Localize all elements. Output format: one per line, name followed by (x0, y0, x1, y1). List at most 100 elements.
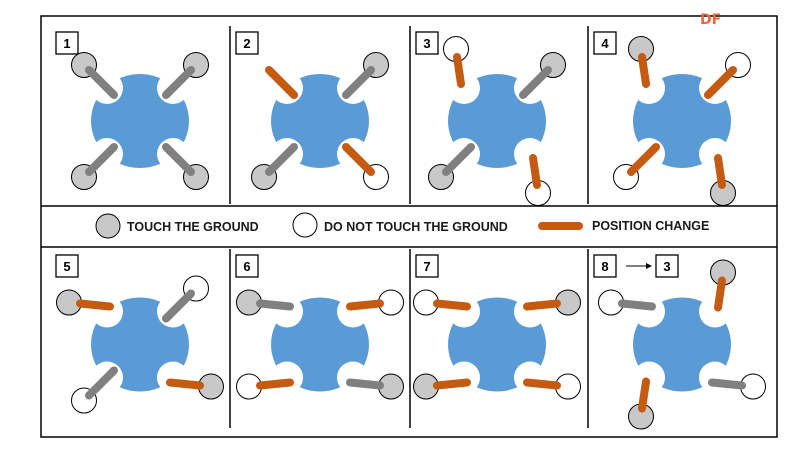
next-step-box (655, 254, 679, 278)
leg-tl (56, 289, 123, 328)
step-number: 8 (601, 259, 608, 274)
step-number-box (55, 31, 79, 55)
step-number: 1 (63, 36, 70, 51)
step-number-box (235, 31, 259, 55)
step-number-box (235, 254, 259, 278)
leg-joint (91, 295, 123, 328)
leg-segment (256, 299, 294, 311)
leg-tr (514, 52, 566, 104)
step-number: 4 (601, 36, 609, 51)
leg-segment-position-change (346, 299, 384, 311)
leg-segment (618, 299, 656, 311)
leg-segment (708, 378, 746, 390)
step-number: 7 (423, 259, 430, 274)
leg-joint (448, 361, 480, 394)
leg-joint (337, 295, 369, 328)
leg-tr (699, 52, 751, 104)
step-panel-1: 1 (55, 31, 209, 190)
leg-joint (633, 361, 665, 394)
step-number: 5 (63, 259, 70, 274)
leg-segment-position-change (714, 154, 726, 189)
leg-segment-position-change (638, 377, 650, 413)
leg-tl (236, 289, 303, 328)
leg-segment (265, 143, 298, 176)
leg-tr (699, 259, 736, 328)
leg-br (337, 361, 404, 400)
leg-joint (337, 361, 369, 394)
step-number: 6 (243, 259, 250, 274)
leg-bl (613, 138, 665, 190)
leg-tr (157, 52, 209, 104)
leg-br (699, 361, 766, 400)
leg-segment-position-change (433, 299, 471, 311)
legend: TOUCH THE GROUND DO NOT TOUCH THE GROUND… (95, 212, 709, 239)
step-panel-5: 5 (55, 254, 224, 414)
step-panel-4: 4 (593, 31, 751, 206)
next-step-number: 3 (663, 259, 670, 274)
step-panel-3: 3 (415, 31, 566, 206)
leg-bl (413, 361, 480, 400)
leg-joint (699, 138, 731, 170)
leg-tl (443, 36, 480, 104)
leg-segment-position-change (704, 66, 737, 99)
leg-segment-position-change (627, 143, 660, 176)
legend-touch-label: TOUCH THE GROUND (127, 220, 259, 234)
leg-joint (699, 295, 731, 328)
leg-joint (514, 361, 546, 394)
leg-br (337, 138, 389, 190)
step-number-box (415, 254, 439, 278)
leg-segment (442, 143, 475, 176)
leg-segment-position-change (265, 66, 298, 99)
leg-segment-position-change (714, 276, 726, 312)
leg-br (514, 138, 551, 206)
leg-bl (251, 138, 303, 190)
leg-tl (413, 289, 480, 328)
leg-tr (337, 289, 404, 328)
leg-segment (162, 66, 195, 99)
leg-joint (448, 295, 480, 328)
watermark-logo: DF (700, 12, 721, 28)
leg-segment-position-change (342, 143, 375, 176)
leg-tr (337, 52, 389, 104)
leg-segment (162, 143, 195, 176)
leg-joint (699, 361, 731, 394)
step-number-box (593, 254, 617, 278)
leg-br (514, 361, 581, 400)
leg-joint (514, 295, 546, 328)
leg-joint (271, 361, 303, 394)
step-panel-6: 6 (235, 254, 404, 400)
leg-br (699, 138, 736, 206)
leg-segment (162, 289, 195, 323)
legend-change-label: POSITION CHANGE (592, 219, 709, 233)
leg-segment (85, 366, 118, 400)
leg-segment (346, 378, 384, 390)
legend-ground-foot-icon (95, 213, 121, 239)
leg-joint (633, 72, 665, 104)
leg-br (157, 138, 209, 190)
leg-br (157, 361, 224, 400)
leg-segment (519, 66, 552, 99)
leg-segment-position-change (76, 299, 114, 311)
leg-tr (514, 289, 581, 328)
legend-air-foot-icon (292, 212, 318, 238)
legend-no-touch-label: DO NOT TOUCH THE GROUND (324, 220, 508, 234)
leg-joint (514, 138, 546, 170)
leg-tl (598, 289, 665, 328)
leg-segment-position-change (453, 53, 465, 88)
leg-bl (236, 361, 303, 400)
leg-joint (157, 361, 189, 394)
leg-segment-position-change (256, 378, 294, 390)
leg-bl (628, 361, 665, 430)
step-number: 2 (243, 36, 250, 51)
leg-segment-position-change (523, 299, 561, 311)
leg-segment (85, 143, 118, 176)
leg-joint (448, 72, 480, 104)
leg-tl (71, 52, 123, 104)
next-step-arrowhead (646, 263, 652, 269)
leg-tr (157, 275, 209, 328)
leg-segment-position-change (529, 154, 541, 189)
leg-segment (342, 66, 375, 99)
